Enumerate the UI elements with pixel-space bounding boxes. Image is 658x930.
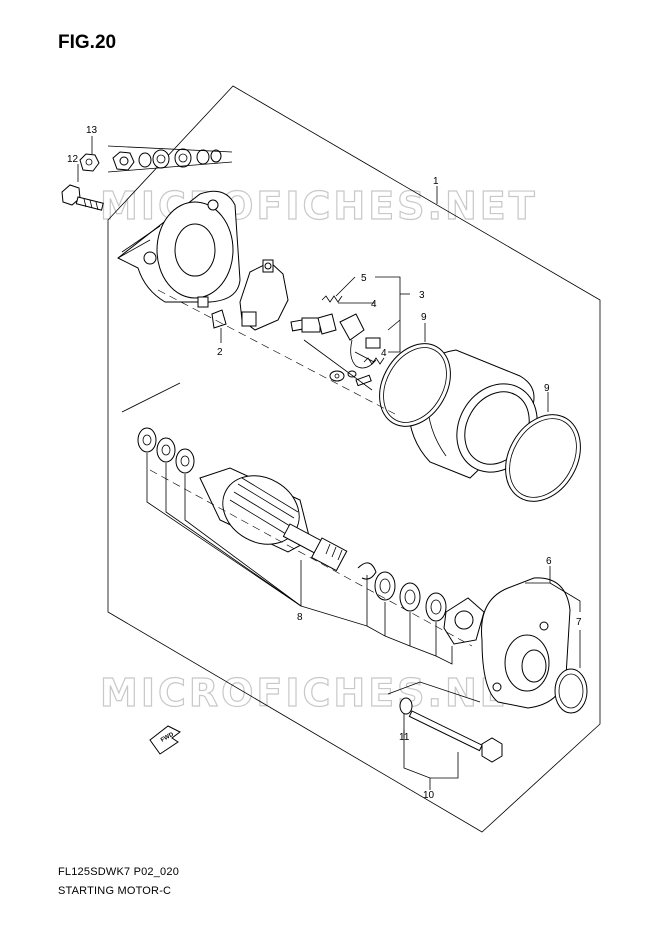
brush-screw bbox=[290, 313, 337, 335]
o-ring-rear-inner bbox=[383, 347, 447, 423]
callout-7: 7 bbox=[576, 617, 582, 628]
through-bolt-10 bbox=[408, 710, 503, 763]
callout-1: 1 bbox=[433, 176, 439, 187]
callout-13: 13 bbox=[86, 125, 98, 136]
brush-holder bbox=[197, 259, 289, 331]
leader-lines bbox=[77, 136, 581, 790]
callout-11: 11 bbox=[399, 732, 410, 743]
assembly-outline bbox=[107, 85, 601, 833]
footer-diagram-code: FL125SDWK7 P02_020 bbox=[58, 866, 180, 878]
o-ring-front bbox=[505, 414, 581, 502]
upper-axis-line bbox=[157, 289, 396, 415]
armature-right-washers bbox=[357, 562, 447, 622]
o-ring-front-inner bbox=[509, 418, 577, 498]
nut-13 bbox=[79, 153, 100, 172]
armature-left-washers bbox=[137, 427, 195, 474]
footer-diagram-name: STARTING MOTOR-C bbox=[58, 885, 172, 897]
bolt-12 bbox=[61, 184, 104, 211]
assembly-inner-frame bbox=[121, 382, 181, 413]
brush-lead bbox=[339, 313, 381, 369]
o-ring-7-inner bbox=[558, 673, 584, 709]
callout-10: 10 bbox=[423, 790, 435, 801]
small-washer-screw bbox=[303, 339, 373, 391]
figure-title: FIG.20 bbox=[58, 32, 117, 53]
o-ring-7 bbox=[554, 668, 588, 714]
callout-12: 12 bbox=[67, 154, 79, 165]
callout-4-lower: 4 bbox=[381, 348, 387, 359]
lock-plate bbox=[443, 597, 485, 645]
callout-3: 3 bbox=[419, 290, 425, 301]
fwd-arrow-icon: FWD bbox=[149, 725, 181, 755]
o-ring-rear bbox=[379, 343, 451, 427]
washer-11 bbox=[399, 697, 413, 715]
callout-2: 2 bbox=[217, 347, 223, 358]
callout-6: 6 bbox=[546, 556, 552, 567]
callout-8: 8 bbox=[297, 612, 303, 623]
armature bbox=[199, 467, 348, 572]
top-washer-set bbox=[107, 145, 233, 173]
lower-axis-line bbox=[149, 469, 473, 647]
callout-9-lower: 9 bbox=[544, 383, 550, 394]
watermark-bottom: MICROFICHES.NET bbox=[100, 671, 538, 715]
callout-4-upper: 4 bbox=[371, 299, 377, 310]
callout-5: 5 bbox=[361, 273, 367, 284]
front-cover bbox=[117, 190, 241, 303]
callout-9-upper: 9 bbox=[421, 312, 427, 323]
rear-cover bbox=[481, 577, 571, 709]
